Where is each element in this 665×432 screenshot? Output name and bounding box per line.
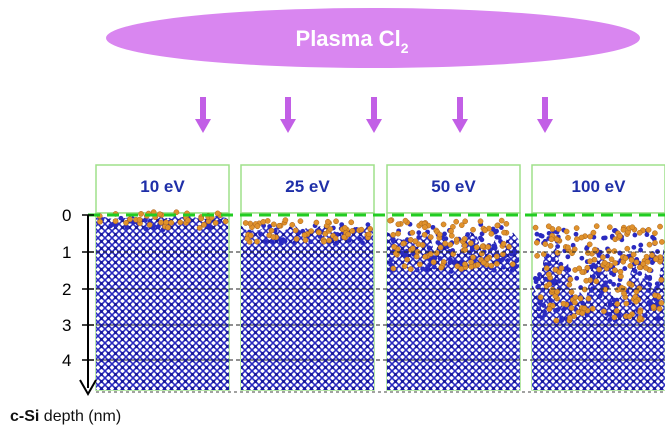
down-arrow-icon	[537, 97, 553, 133]
panel-energy-label: 25 eV	[285, 177, 330, 196]
caption-material: c-Si	[10, 408, 40, 425]
energy-panel: 10 eV	[95, 164, 230, 391]
chlorine-atoms	[387, 217, 516, 272]
panel-energy-label: 10 eV	[140, 177, 185, 196]
ion-flux-arrows	[195, 97, 553, 133]
depth-tick-label: 0	[62, 206, 71, 225]
panel-energy-label: 100 eV	[572, 177, 627, 196]
depth-tick-label: 3	[62, 316, 71, 335]
energy-panel: 25 eV	[240, 164, 375, 391]
silicon-lattice	[387, 230, 520, 390]
chlorine-atoms	[532, 223, 665, 324]
caption: c-Si depth (nm)	[10, 408, 121, 426]
plasma-label-text: Plasma Cl	[296, 26, 401, 51]
panel-energy-label: 50 eV	[431, 177, 476, 196]
silicon-lattice	[241, 225, 374, 390]
depth-axis: 0 1 2 3 4	[62, 206, 97, 397]
silicon-lattice	[96, 215, 229, 390]
depth-tick-label: 2	[62, 280, 71, 299]
down-arrow-icon	[195, 97, 211, 133]
energy-panel: 100 eV	[531, 164, 665, 391]
depth-axis-arrowhead	[79, 379, 97, 397]
plasma-label-subscript: 2	[401, 40, 409, 56]
caption-text: depth (nm)	[43, 408, 122, 425]
down-arrow-icon	[452, 97, 468, 133]
energy-panel: 50 eV	[386, 164, 521, 391]
depth-gridlines	[96, 251, 665, 393]
depth-tick-label: 1	[62, 243, 71, 262]
chlorine-atoms	[242, 217, 373, 245]
down-arrow-icon	[366, 97, 382, 133]
panel-label-box	[531, 164, 665, 214]
panel-label-box	[386, 164, 521, 214]
plasma-ellipse	[106, 8, 640, 68]
depth-tick-label: 4	[62, 351, 71, 370]
energy-panels: 10 eV 25 eV 50 eV 100 eV	[95, 164, 665, 391]
down-arrow-icon	[280, 97, 296, 133]
panel-label-box	[95, 164, 230, 214]
panel-label-box	[240, 164, 375, 214]
plasma-label: Plasma Cl2	[296, 26, 409, 56]
